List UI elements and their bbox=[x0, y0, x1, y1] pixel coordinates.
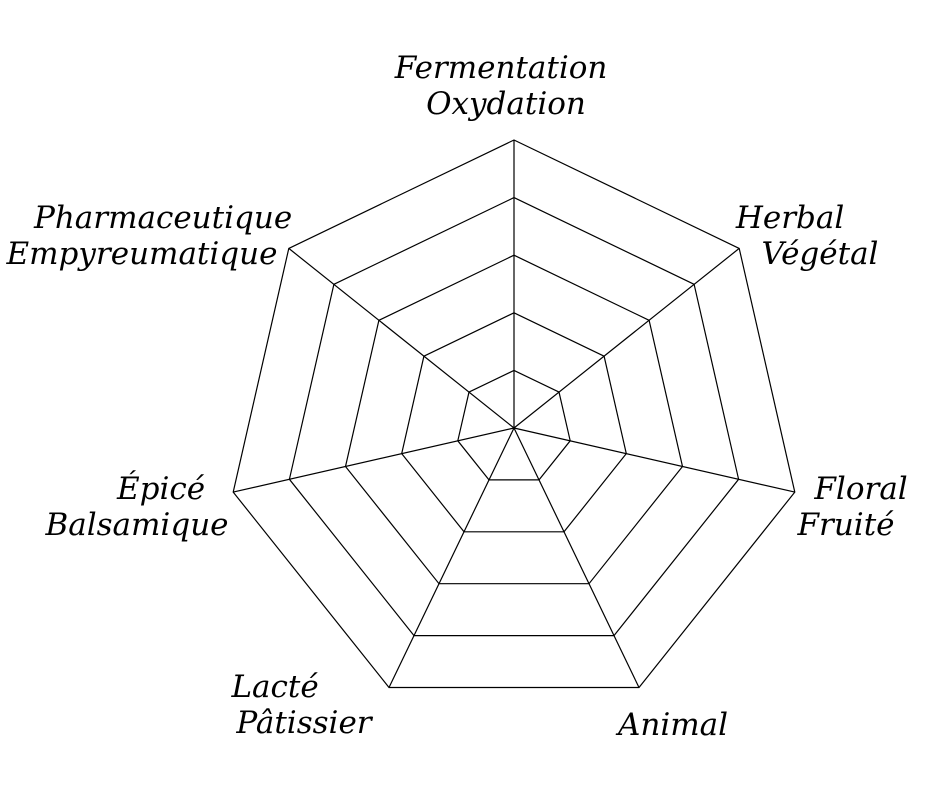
axis-label-line: Fruité bbox=[796, 507, 894, 543]
axis-label-floral-fruite: Floral Fruité bbox=[796, 471, 917, 543]
axis-label-line: Épicé bbox=[116, 469, 205, 507]
radar-spoke-3 bbox=[513, 427, 640, 688]
axis-label-line: Balsamique bbox=[44, 507, 228, 543]
axis-label-line: Végétal bbox=[762, 236, 879, 272]
radar-spoke-5 bbox=[233, 427, 515, 493]
radar-ring-3 bbox=[344, 254, 684, 585]
radar-spoke-4 bbox=[388, 427, 515, 688]
axis-label-animal: Animal bbox=[615, 707, 728, 743]
axis-label-line: Pharmaceutique bbox=[33, 200, 292, 236]
axis-label-line: Fermentation bbox=[394, 50, 608, 86]
radar-ring-5 bbox=[232, 139, 796, 689]
radar-spoke-1 bbox=[513, 247, 740, 429]
radar-ring-2 bbox=[401, 312, 627, 533]
axis-label-line: Herbal bbox=[735, 200, 844, 236]
axis-label-lacte-patissier: Lacté Pâtissier bbox=[230, 669, 373, 741]
axis-label-line: Pâtissier bbox=[235, 705, 373, 741]
radar-spoke-6 bbox=[288, 247, 515, 429]
axis-label-epice-balsamique: Épicé Balsamique bbox=[44, 469, 228, 543]
axis-label-line: Floral bbox=[813, 471, 907, 507]
radar-ring-1 bbox=[457, 369, 571, 481]
axis-label-pharmaceutique-empyreumatique: Pharmaceutique Empyreumatique bbox=[6, 200, 302, 272]
radar-ring-4 bbox=[288, 196, 740, 637]
radar-spokes bbox=[233, 140, 795, 688]
axis-label-line: Empyreumatique bbox=[6, 236, 278, 272]
axis-label-line: Lacté bbox=[230, 669, 318, 705]
radar-rings bbox=[232, 139, 796, 689]
axis-label-line: Oxydation bbox=[426, 86, 586, 122]
axis-label-fermentation-oxydation: Fermentation Oxydation bbox=[394, 50, 618, 122]
radar-spoke-2 bbox=[513, 427, 795, 493]
axis-label-line: Animal bbox=[615, 707, 728, 743]
axis-label-herbal-vegetal: Herbal Végétal bbox=[735, 200, 879, 272]
